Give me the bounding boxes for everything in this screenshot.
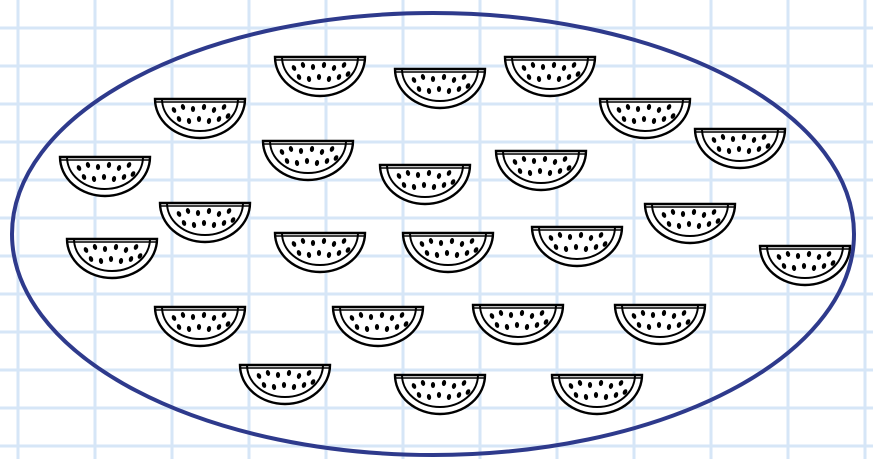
watermelon-slice-icon bbox=[275, 233, 365, 272]
watermelon-slice-icon bbox=[395, 69, 485, 108]
watermelon-slice-icon bbox=[240, 365, 330, 404]
watermelon-slice-icon bbox=[67, 239, 157, 278]
watermelon-slice-icon bbox=[60, 157, 150, 196]
watermelon-slice-icon bbox=[532, 227, 622, 266]
watermelon-slice-icon bbox=[505, 57, 595, 96]
watermelon-slice-icon bbox=[275, 57, 365, 96]
watermelon-slice-icon bbox=[695, 129, 785, 168]
watermelon-slice-icon bbox=[155, 99, 245, 138]
watermelon-slice-icon bbox=[615, 305, 705, 344]
watermelon-slice-icon bbox=[333, 307, 423, 346]
watermelon-slice-icon bbox=[645, 204, 735, 243]
watermelon-slice-icon bbox=[380, 165, 470, 204]
watermelon-slice-icon bbox=[496, 151, 586, 190]
watermelon-slice-icon bbox=[760, 246, 850, 285]
watermelon-slice-icon bbox=[600, 99, 690, 138]
watermelon-slice-icon bbox=[473, 305, 563, 344]
watermelon-slice-icon bbox=[155, 307, 245, 346]
watermelon-group bbox=[60, 57, 850, 414]
watermelon-slice-icon bbox=[263, 141, 353, 180]
